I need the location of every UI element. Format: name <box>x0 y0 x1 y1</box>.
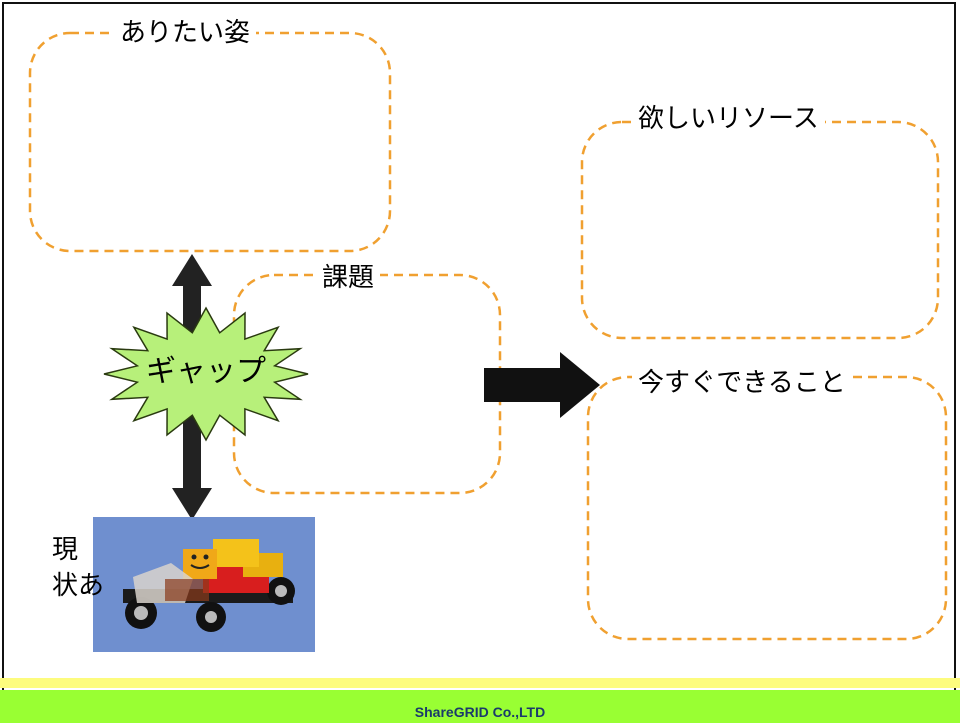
starburst-icon <box>103 306 309 442</box>
footer-stripe <box>0 678 960 688</box>
right-arrow <box>484 352 600 418</box>
lego-car-image <box>93 517 315 652</box>
now-box <box>586 375 948 641</box>
issues-label: 課題 <box>316 262 381 294</box>
resources-box <box>580 120 940 340</box>
gap-label: ギャップ <box>146 354 266 389</box>
footer-company: ShareGRID Co.,LTD <box>414 704 546 720</box>
current-state-line-1: 現 <box>52 535 79 565</box>
current-state-label: 現 状あ <box>52 532 104 604</box>
resources-label: 欲しいリソース <box>632 103 825 135</box>
footer-bar <box>0 690 960 723</box>
current-state-line-2: 状あ <box>52 571 105 601</box>
ideal-label: ありたい姿 <box>114 17 257 49</box>
now-label: 今すぐできること <box>632 367 852 399</box>
ideal-box <box>28 31 392 253</box>
